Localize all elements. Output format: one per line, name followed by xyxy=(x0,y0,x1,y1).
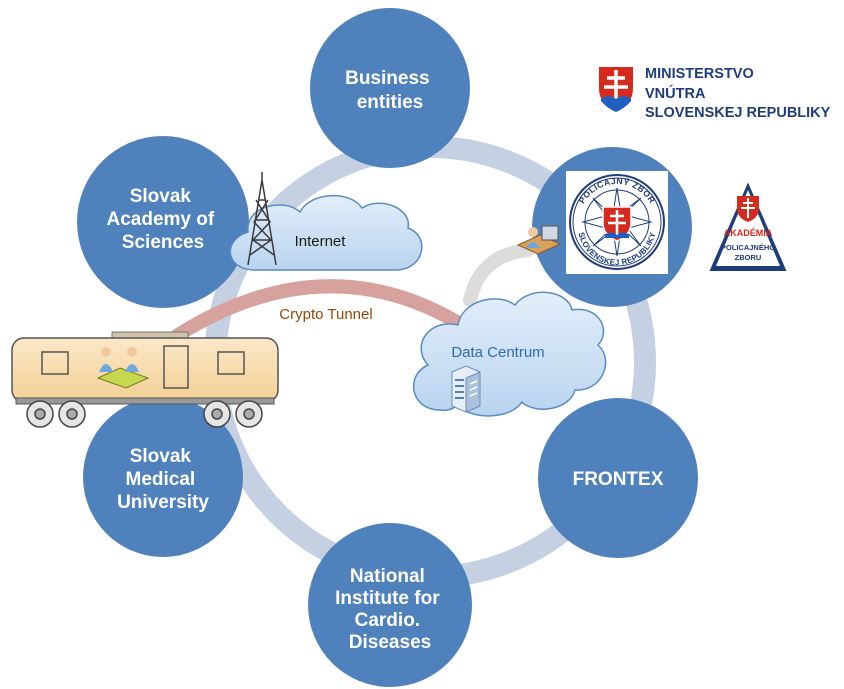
node-label-line: Medical xyxy=(126,469,196,490)
ministry-line-2: VNÚTRA xyxy=(645,84,706,102)
internet-label: Internet xyxy=(295,233,347,250)
antenna-tower-icon xyxy=(247,172,277,266)
node-slovak-medical-university: Slovak Medical University xyxy=(83,397,243,557)
academy-logo-line-2: POLICAJNÉHO xyxy=(721,243,775,252)
svg-text:Slovak Academy of: Slovak Academy of Sciences xyxy=(107,186,220,253)
workstation-user-icon xyxy=(516,225,562,255)
police-corps-emblem: POLICAJNÝ ZBOR SLOVENSKEJ REPUBLIKY xyxy=(566,171,668,274)
internet-cloud: Internet xyxy=(229,195,423,271)
meeting-people-icon xyxy=(96,347,150,389)
node-national-institute-cardio: National Institute for Cardio. Diseases xyxy=(308,523,472,687)
node-label-line: entities xyxy=(357,92,424,113)
node-label-line: Cardio. xyxy=(355,610,420,631)
ministry-logo: MINISTERSTVO VNÚTRA SLOVENSKEJ REPUBLIKY xyxy=(597,65,831,121)
crypto-tunnel-label: Crypto Tunnel xyxy=(279,306,372,323)
police-academy-logo: AKADÉMIA POLICAJNÉHO ZBORU xyxy=(706,177,790,273)
academy-logo-line-1: AKADÉMIA xyxy=(724,228,773,238)
svg-text:Business entities: Business entities xyxy=(345,68,435,113)
node-label-line: Diseases xyxy=(349,632,431,653)
data-centre-link-arc xyxy=(463,243,535,307)
node-business-entities: Business entities xyxy=(310,8,470,168)
node-label-line: Sciences xyxy=(122,232,204,253)
wheel-set-left xyxy=(26,400,86,428)
node-label-line: Business xyxy=(345,68,429,89)
svg-text:National Institute for: National Institute for Cardio. Diseases xyxy=(335,566,445,653)
server-rack-icon xyxy=(451,365,481,413)
ministry-line-1: MINISTERSTVO xyxy=(645,66,754,82)
node-label-line: Slovak xyxy=(130,186,192,207)
mobile-lab-train-car xyxy=(11,331,279,428)
node-slovak-academy-of-sciences: Slovak Academy of Sciences xyxy=(77,136,249,308)
svg-text:FRONTEX: FRONTEX xyxy=(573,469,664,490)
ministry-line-3: SLOVENSKEJ REPUBLIKY xyxy=(645,105,831,121)
node-frontex: FRONTEX xyxy=(538,398,698,558)
node-label-line: Slovak xyxy=(130,446,192,467)
node-label-line: University xyxy=(117,492,209,513)
node-label-line: FRONTEX xyxy=(573,469,664,490)
crypto-tunnel-arc xyxy=(171,279,477,342)
node-label-line: National xyxy=(350,566,425,587)
svg-text:Slovak Medical Uni: Slovak Medical University xyxy=(117,446,209,513)
wheel-set-right xyxy=(203,400,263,428)
node-label-line: Academy of xyxy=(107,209,215,230)
node-label-line: Institute for xyxy=(335,588,440,609)
academy-logo-line-3: ZBORU xyxy=(735,253,762,262)
data-centrum-label: Data Centrum xyxy=(451,344,544,361)
